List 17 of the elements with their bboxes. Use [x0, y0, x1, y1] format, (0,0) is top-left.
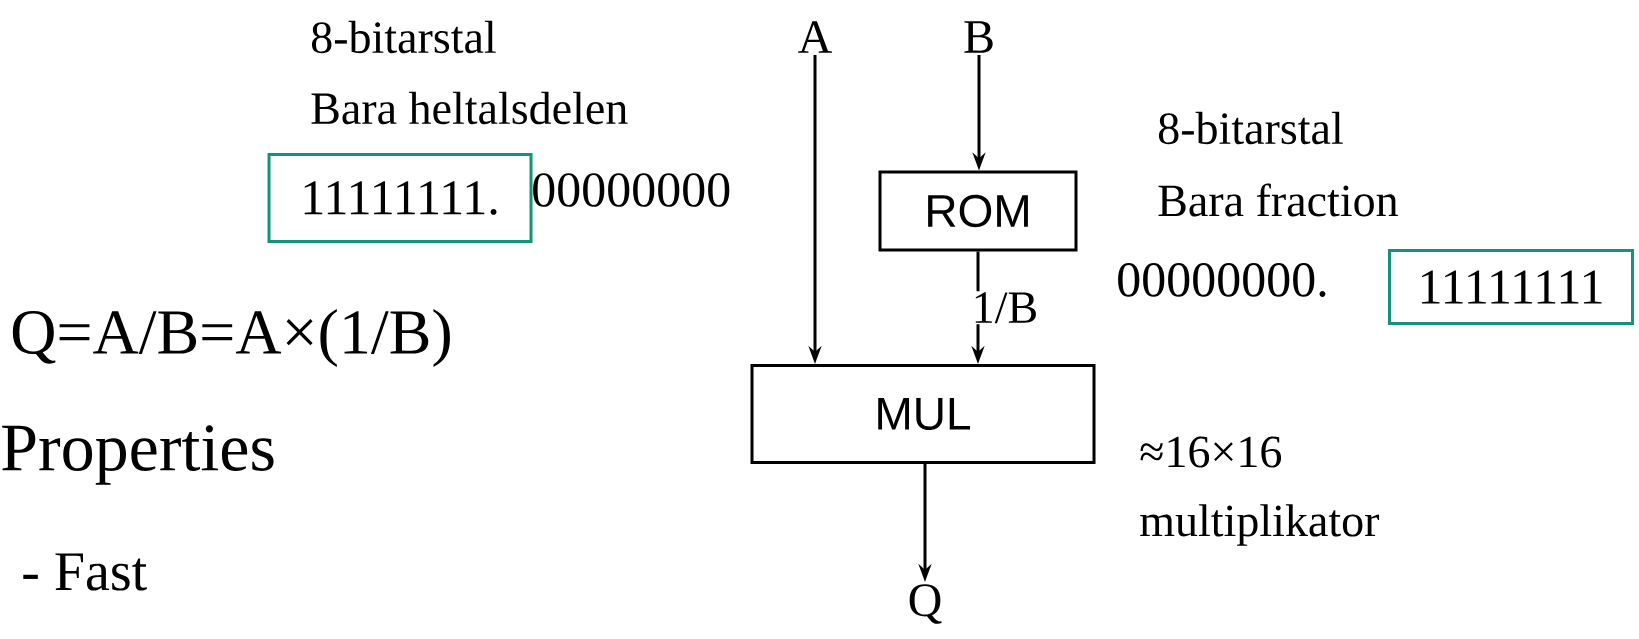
text-label: Bara fraction [1158, 183, 1398, 217]
text-label: 8-bitarstal [1158, 111, 1343, 145]
text-label: 8-bitarstal [311, 20, 496, 54]
text-label: 00000000. [1118, 263, 1326, 297]
edge-label: 1/B [970, 291, 1040, 325]
signal-label: B [964, 21, 993, 53]
text-label: multiplikator [1140, 504, 1380, 546]
process-box: ROM [878, 170, 1078, 252]
process-box: MUL [750, 364, 1096, 464]
signal-label: Q [909, 584, 942, 624]
text-label: Q=A/B=A×(1/B) [12, 308, 450, 367]
text-label: Properties [2, 425, 274, 485]
text-label: - Fast [23, 553, 147, 591]
signal-label: A [798, 21, 832, 53]
highlight-box: 11111111. [267, 153, 533, 243]
highlight-box: 11111111 [1388, 249, 1634, 325]
text-label: ≈16×16 [1140, 436, 1282, 468]
